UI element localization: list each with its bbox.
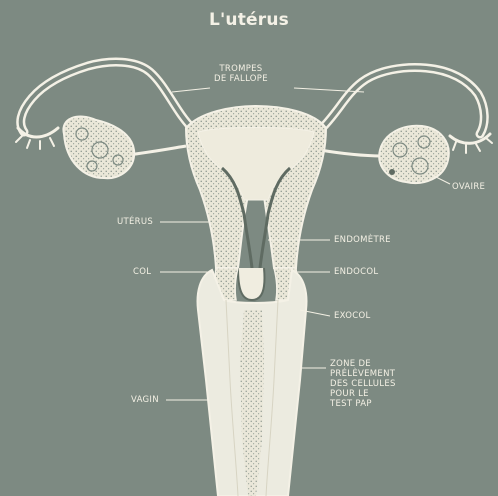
label-endometrium: ENDOMÈTRE (334, 235, 391, 245)
label-uterus: UTÉRUS (117, 217, 153, 227)
cervix (215, 268, 296, 300)
label-endocervix: ENDOCOL (334, 267, 378, 277)
label-vagina: VAGIN (131, 395, 159, 405)
right-ligament (320, 150, 384, 156)
right-ovary (379, 126, 449, 183)
label-cervix: COL (133, 267, 151, 277)
label-ovary: OVAIRE (452, 182, 485, 192)
label-exocervix: EXOCOL (334, 311, 371, 321)
left-ovary (63, 116, 134, 178)
label-pap-zone: ZONE DE PRÉLÈVEMENT DES CELLULES POUR LE… (330, 359, 396, 409)
label-fallopian-tubes: TROMPES DE FALLOPE (214, 64, 268, 84)
vagina (198, 270, 307, 496)
uterus-body (186, 106, 326, 268)
